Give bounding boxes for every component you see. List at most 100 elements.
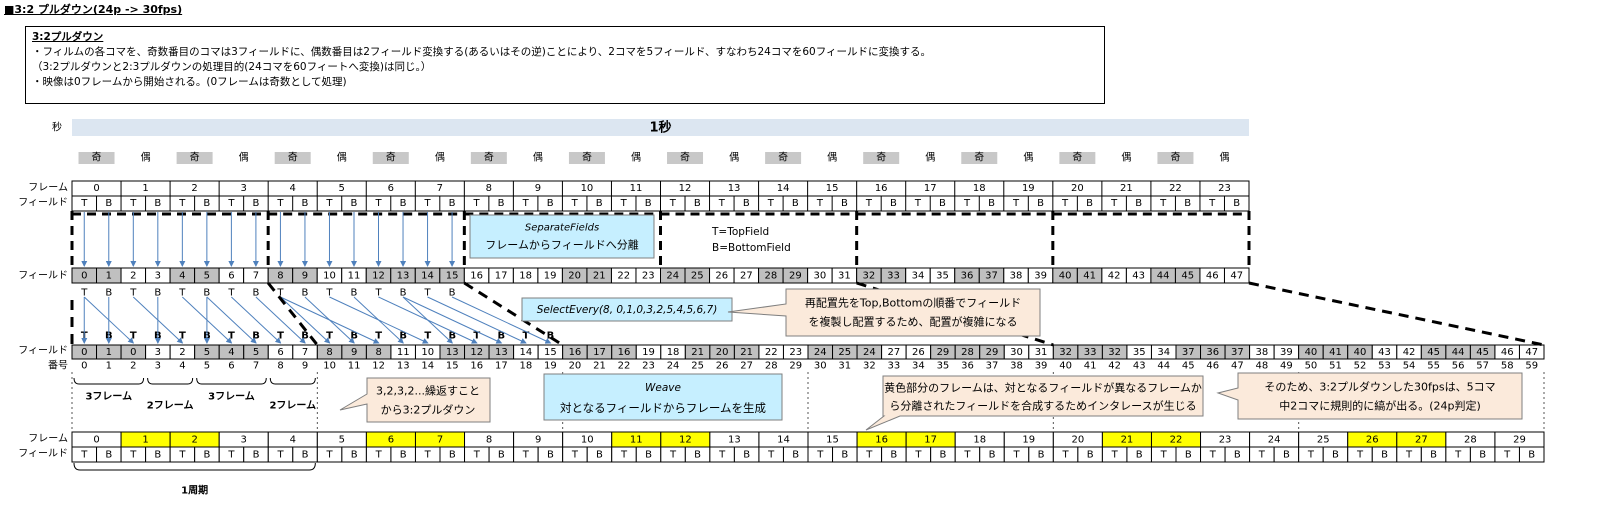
- output-frame-number: 21: [1121, 435, 1134, 446]
- select-every-text: SelectEvery(8, 0,1,0,3,2,5,4,5,6,7): [537, 304, 718, 316]
- source-field-b: B: [203, 198, 210, 209]
- parity-label: 偶: [631, 151, 641, 164]
- source-field-b: B: [1233, 198, 1240, 209]
- label-frame-top: フレーム: [28, 182, 68, 194]
- output-field-index: 26: [716, 361, 729, 372]
- source-frame-number: 21: [1120, 183, 1133, 194]
- selected-field-number: 44: [1452, 347, 1465, 358]
- output-field-index: 5: [204, 361, 210, 372]
- dashed-mapping-line: [1248, 281, 1545, 347]
- output-field-b: B: [154, 450, 161, 461]
- output-field-index: 46: [1206, 361, 1219, 372]
- selected-field-number: 41: [1329, 347, 1342, 358]
- parity-label: 奇: [288, 151, 298, 164]
- select-arrow: [451, 296, 552, 344]
- output-field-index: 11: [348, 361, 361, 372]
- output-field-t: T: [914, 450, 922, 461]
- separated-field-number: 37: [985, 271, 998, 282]
- selected-field-number: 16: [569, 347, 582, 358]
- select-arrow: [280, 296, 331, 344]
- label-field-output: フィールド: [18, 449, 68, 460]
- output-field-index: 22: [618, 361, 631, 372]
- output-field-index: 41: [1084, 361, 1097, 372]
- parity-cell: [470, 152, 507, 164]
- separated-field-number: 25: [691, 271, 704, 282]
- select-arrow: [182, 296, 233, 344]
- output-field-index: 50: [1305, 361, 1318, 372]
- separated-field-number: 35: [936, 271, 949, 282]
- output-frame-number: 2: [191, 435, 197, 446]
- output-field-b: B: [1087, 450, 1094, 461]
- output-field-b: B: [1332, 450, 1339, 461]
- selected-field-number: 13: [495, 347, 508, 358]
- parity-cell: [568, 152, 605, 164]
- output-field-index: 24: [667, 361, 680, 372]
- select-arrow: [402, 296, 503, 344]
- output-field-index: 44: [1157, 361, 1170, 372]
- selected-field-number: 16: [618, 347, 631, 358]
- source-field-b: B: [547, 198, 554, 209]
- output-field-t: T: [669, 450, 677, 461]
- separated-field-number: 1: [106, 271, 112, 282]
- output-field-index: 27: [740, 361, 753, 372]
- selected-tb: T: [473, 331, 480, 342]
- separate-fields-title: SeparateFields: [525, 223, 599, 234]
- legend-top-field: T=TopField: [711, 226, 769, 238]
- selected-field-number: 42: [1403, 347, 1416, 358]
- source-frame-number: 17: [924, 183, 937, 194]
- output-field-index: 20: [569, 361, 582, 372]
- output-frame-number: 8: [486, 435, 492, 446]
- weave-box: [543, 373, 783, 421]
- source-field-b: B: [302, 198, 309, 209]
- source-field-b: B: [1135, 198, 1142, 209]
- separated-tb: B: [302, 288, 309, 299]
- selected-field-number: 5: [204, 347, 210, 358]
- separated-field-number: 22: [617, 271, 630, 282]
- parity-label: 偶: [925, 151, 935, 164]
- output-field-index: 16: [470, 361, 483, 372]
- source-frame-number: 0: [93, 183, 99, 194]
- parity-label: 奇: [974, 151, 984, 164]
- selected-tb: B: [399, 331, 407, 342]
- output-frame-number: 14: [777, 435, 790, 446]
- separated-tb: T: [80, 288, 88, 299]
- selected-field-number: 43: [1378, 347, 1391, 358]
- selected-tb: B: [252, 331, 260, 342]
- source-field-b: B: [154, 198, 161, 209]
- selected-field-number: 11: [397, 347, 410, 358]
- description-line-1: ・フィルムの各コマを、奇数番目のコマは3フィールドに、偶数番目は2フィールド変換…: [32, 46, 932, 58]
- output-field-t: T: [1209, 450, 1217, 461]
- parity-cell: [176, 152, 213, 164]
- source-field-t: T: [178, 198, 186, 209]
- source-field-b: B: [645, 198, 652, 209]
- source-field-t: T: [669, 198, 677, 209]
- selected-field-number: 23: [789, 347, 802, 358]
- output-field-index: 14: [421, 361, 434, 372]
- source-frame-number: 5: [339, 183, 345, 194]
- source-field-b: B: [449, 198, 456, 209]
- output-frame-number: 22: [1170, 435, 1183, 446]
- selected-field-number: 28: [961, 347, 974, 358]
- separated-field-number: 34: [912, 271, 925, 282]
- parity-label: 偶: [729, 151, 739, 164]
- source-field-b: B: [939, 198, 946, 209]
- output-field-index: 13: [397, 361, 410, 372]
- selected-tb: T: [375, 331, 382, 342]
- output-field-t: T: [1160, 450, 1168, 461]
- separated-field-number: 40: [1059, 271, 1072, 282]
- selected-field-number: 25: [838, 347, 851, 358]
- select-arrow: [378, 296, 478, 344]
- selected-field-number: 2: [179, 347, 185, 358]
- source-frame-number: 22: [1169, 183, 1182, 194]
- select-arrow: [329, 296, 429, 344]
- source-frame-number: 1: [142, 183, 148, 194]
- group-bracket: [147, 377, 194, 385]
- separated-field-number: 32: [863, 271, 876, 282]
- yellow-explain-callout: [865, 375, 1204, 431]
- output-field-b: B: [694, 450, 701, 461]
- output-field-index: 8: [277, 361, 283, 372]
- output-frame-number: 18: [973, 435, 986, 446]
- output-field-t: T: [1307, 450, 1315, 461]
- output-field-b: B: [1185, 450, 1192, 461]
- separated-field-number: 26: [715, 271, 728, 282]
